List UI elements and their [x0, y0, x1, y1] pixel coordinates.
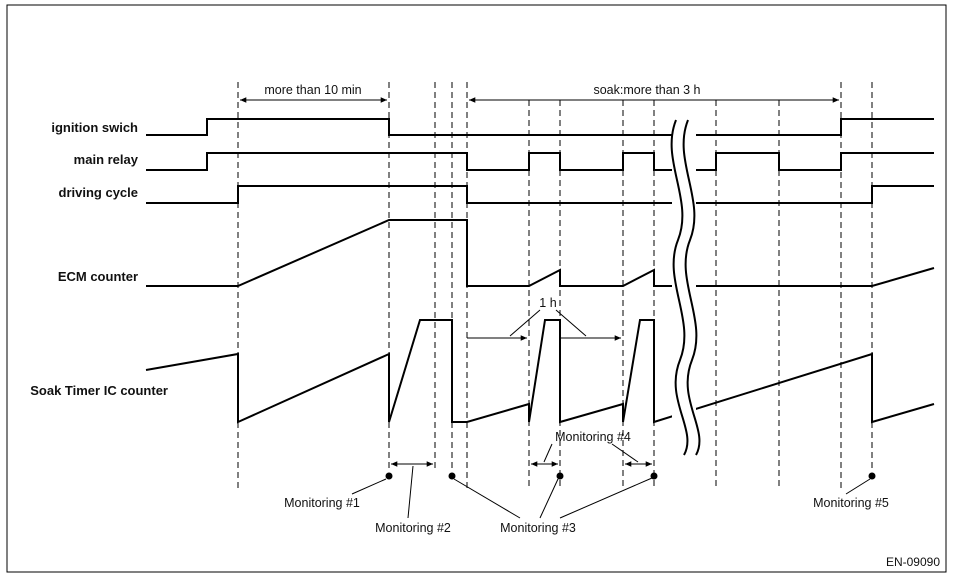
wave-ecm-counter [146, 219, 935, 287]
annotation-more-than-10-min: more than 10 min [240, 82, 387, 103]
annotation-soak: soak:more than 3 h [469, 82, 839, 103]
figure-code: EN-09090 [886, 555, 940, 569]
figure-frame [6, 4, 947, 573]
monitoring-5-label: Monitoring #5 [813, 496, 889, 510]
monitoring-leaders [351, 443, 871, 519]
wave-ignition-switch [146, 118, 934, 136]
more-than-10-min-label: more than 10 min [264, 83, 361, 97]
label-ignition-switch: ignition swich [51, 120, 138, 135]
wave-driving-cycle [146, 185, 934, 204]
annotation-one-hour: 1 h [467, 296, 621, 341]
monitoring-4-label: Monitoring #4 [555, 430, 631, 444]
label-soak-timer: Soak Timer IC counter [30, 383, 168, 398]
wave-soak-timer [145, 319, 935, 424]
one-hour-label: 1 h [539, 296, 556, 310]
monitoring-2-label: Monitoring #2 [375, 521, 451, 535]
time-break-symbol [670, 115, 701, 460]
monitoring-1-label: Monitoring #1 [284, 496, 360, 510]
monitoring-3-label: Monitoring #3 [500, 521, 576, 535]
monitoring-dots [385, 472, 876, 480]
wave-main-relay [146, 152, 934, 171]
label-driving-cycle: driving cycle [59, 185, 138, 200]
soak-label: soak:more than 3 h [593, 83, 700, 97]
label-main-relay: main relay [74, 152, 139, 167]
label-ecm-counter: ECM counter [58, 269, 138, 284]
